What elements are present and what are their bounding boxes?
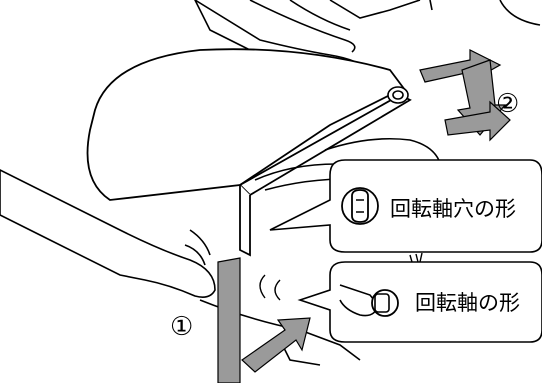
hinge-hole-icon: [342, 188, 378, 224]
callout-hinge-hole: 回転軸穴の形: [270, 160, 542, 252]
step-2-label: ②: [496, 89, 519, 119]
step-1-label: ①: [170, 312, 193, 342]
arrow-diagonal-icon: [242, 318, 310, 372]
vertical-bar: [218, 258, 240, 383]
callout-hinge-pin: 回転軸の形: [300, 262, 542, 342]
callout-label-hinge-hole: 回転軸穴の形: [390, 197, 516, 221]
seat-hinge-pin: [388, 87, 408, 103]
callout-label-hinge-pin: 回転軸の形: [415, 291, 520, 315]
toilet-tank-outline: [330, 0, 540, 25]
